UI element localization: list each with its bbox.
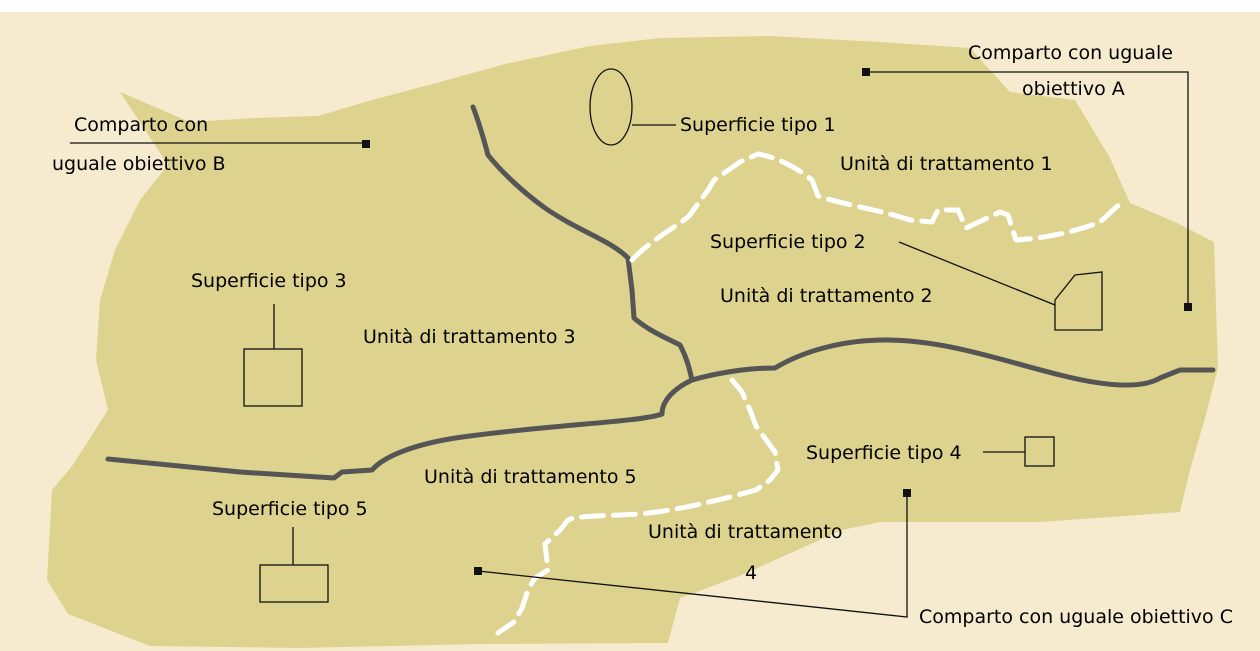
anchor-dot-compartment-a-start bbox=[862, 68, 870, 76]
label-unit-3: Unità di trattamento 3 bbox=[363, 326, 576, 348]
label-compartment-b-line1: Comparto con bbox=[74, 114, 208, 136]
label-unit-1: Unità di trattamento 1 bbox=[840, 153, 1053, 175]
label-surface-3: Superficie tipo 3 bbox=[191, 270, 347, 292]
unit-boundaries bbox=[105, 104, 1216, 481]
label-unit-4-line2: 4 bbox=[745, 562, 757, 584]
label-compartment-b-line2: uguale obiettivo B bbox=[52, 153, 226, 175]
leader-surface-2 bbox=[898, 241, 1056, 306]
boundary-west bbox=[105, 377, 695, 481]
label-surface-5: Superficie tipo 5 bbox=[212, 498, 368, 520]
leader-compartment-a bbox=[866, 71, 1189, 306]
label-surface-4: Superficie tipo 4 bbox=[806, 442, 962, 464]
dashed-boundary-unit-1 bbox=[629, 151, 1127, 263]
anchor-dot-compartment-a-end bbox=[1184, 303, 1192, 311]
surface-2-shape bbox=[1054, 271, 1103, 331]
label-unit-5: Unità di trattamento 5 bbox=[424, 466, 637, 488]
label-surface-2: Superficie tipo 2 bbox=[710, 231, 866, 253]
boundary-north-south bbox=[470, 104, 695, 383]
label-unit-4-line1: Unità di trattamento bbox=[648, 521, 843, 543]
anchor-dot-compartment-b bbox=[362, 140, 370, 148]
label-unit-2: Unità di trattamento 2 bbox=[720, 285, 933, 307]
leader-compartment-c bbox=[477, 492, 908, 618]
anchor-dot-compartment-c-left bbox=[474, 567, 482, 575]
surface-3-square bbox=[243, 348, 303, 407]
leader-lines bbox=[70, 71, 1189, 618]
surface-5-rect bbox=[259, 564, 329, 603]
land-area bbox=[47, 36, 1218, 648]
label-compartment-c: Comparto con uguale obiettivo C bbox=[919, 606, 1233, 628]
anchor-dot-compartment-c-top bbox=[903, 489, 911, 497]
dashed-boundaries bbox=[495, 151, 1127, 636]
label-compartment-a-line1: Comparto con uguale bbox=[968, 42, 1173, 64]
label-surface-1: Superficie tipo 1 bbox=[680, 114, 836, 136]
labels: Comparto con uguale obiettivo B Comparto… bbox=[52, 42, 1233, 628]
surface-1-ellipse bbox=[589, 68, 633, 146]
anchor-dots bbox=[362, 68, 1192, 575]
label-compartment-a-line2: obiettivo A bbox=[1022, 78, 1125, 100]
boundary-east bbox=[689, 337, 1216, 388]
